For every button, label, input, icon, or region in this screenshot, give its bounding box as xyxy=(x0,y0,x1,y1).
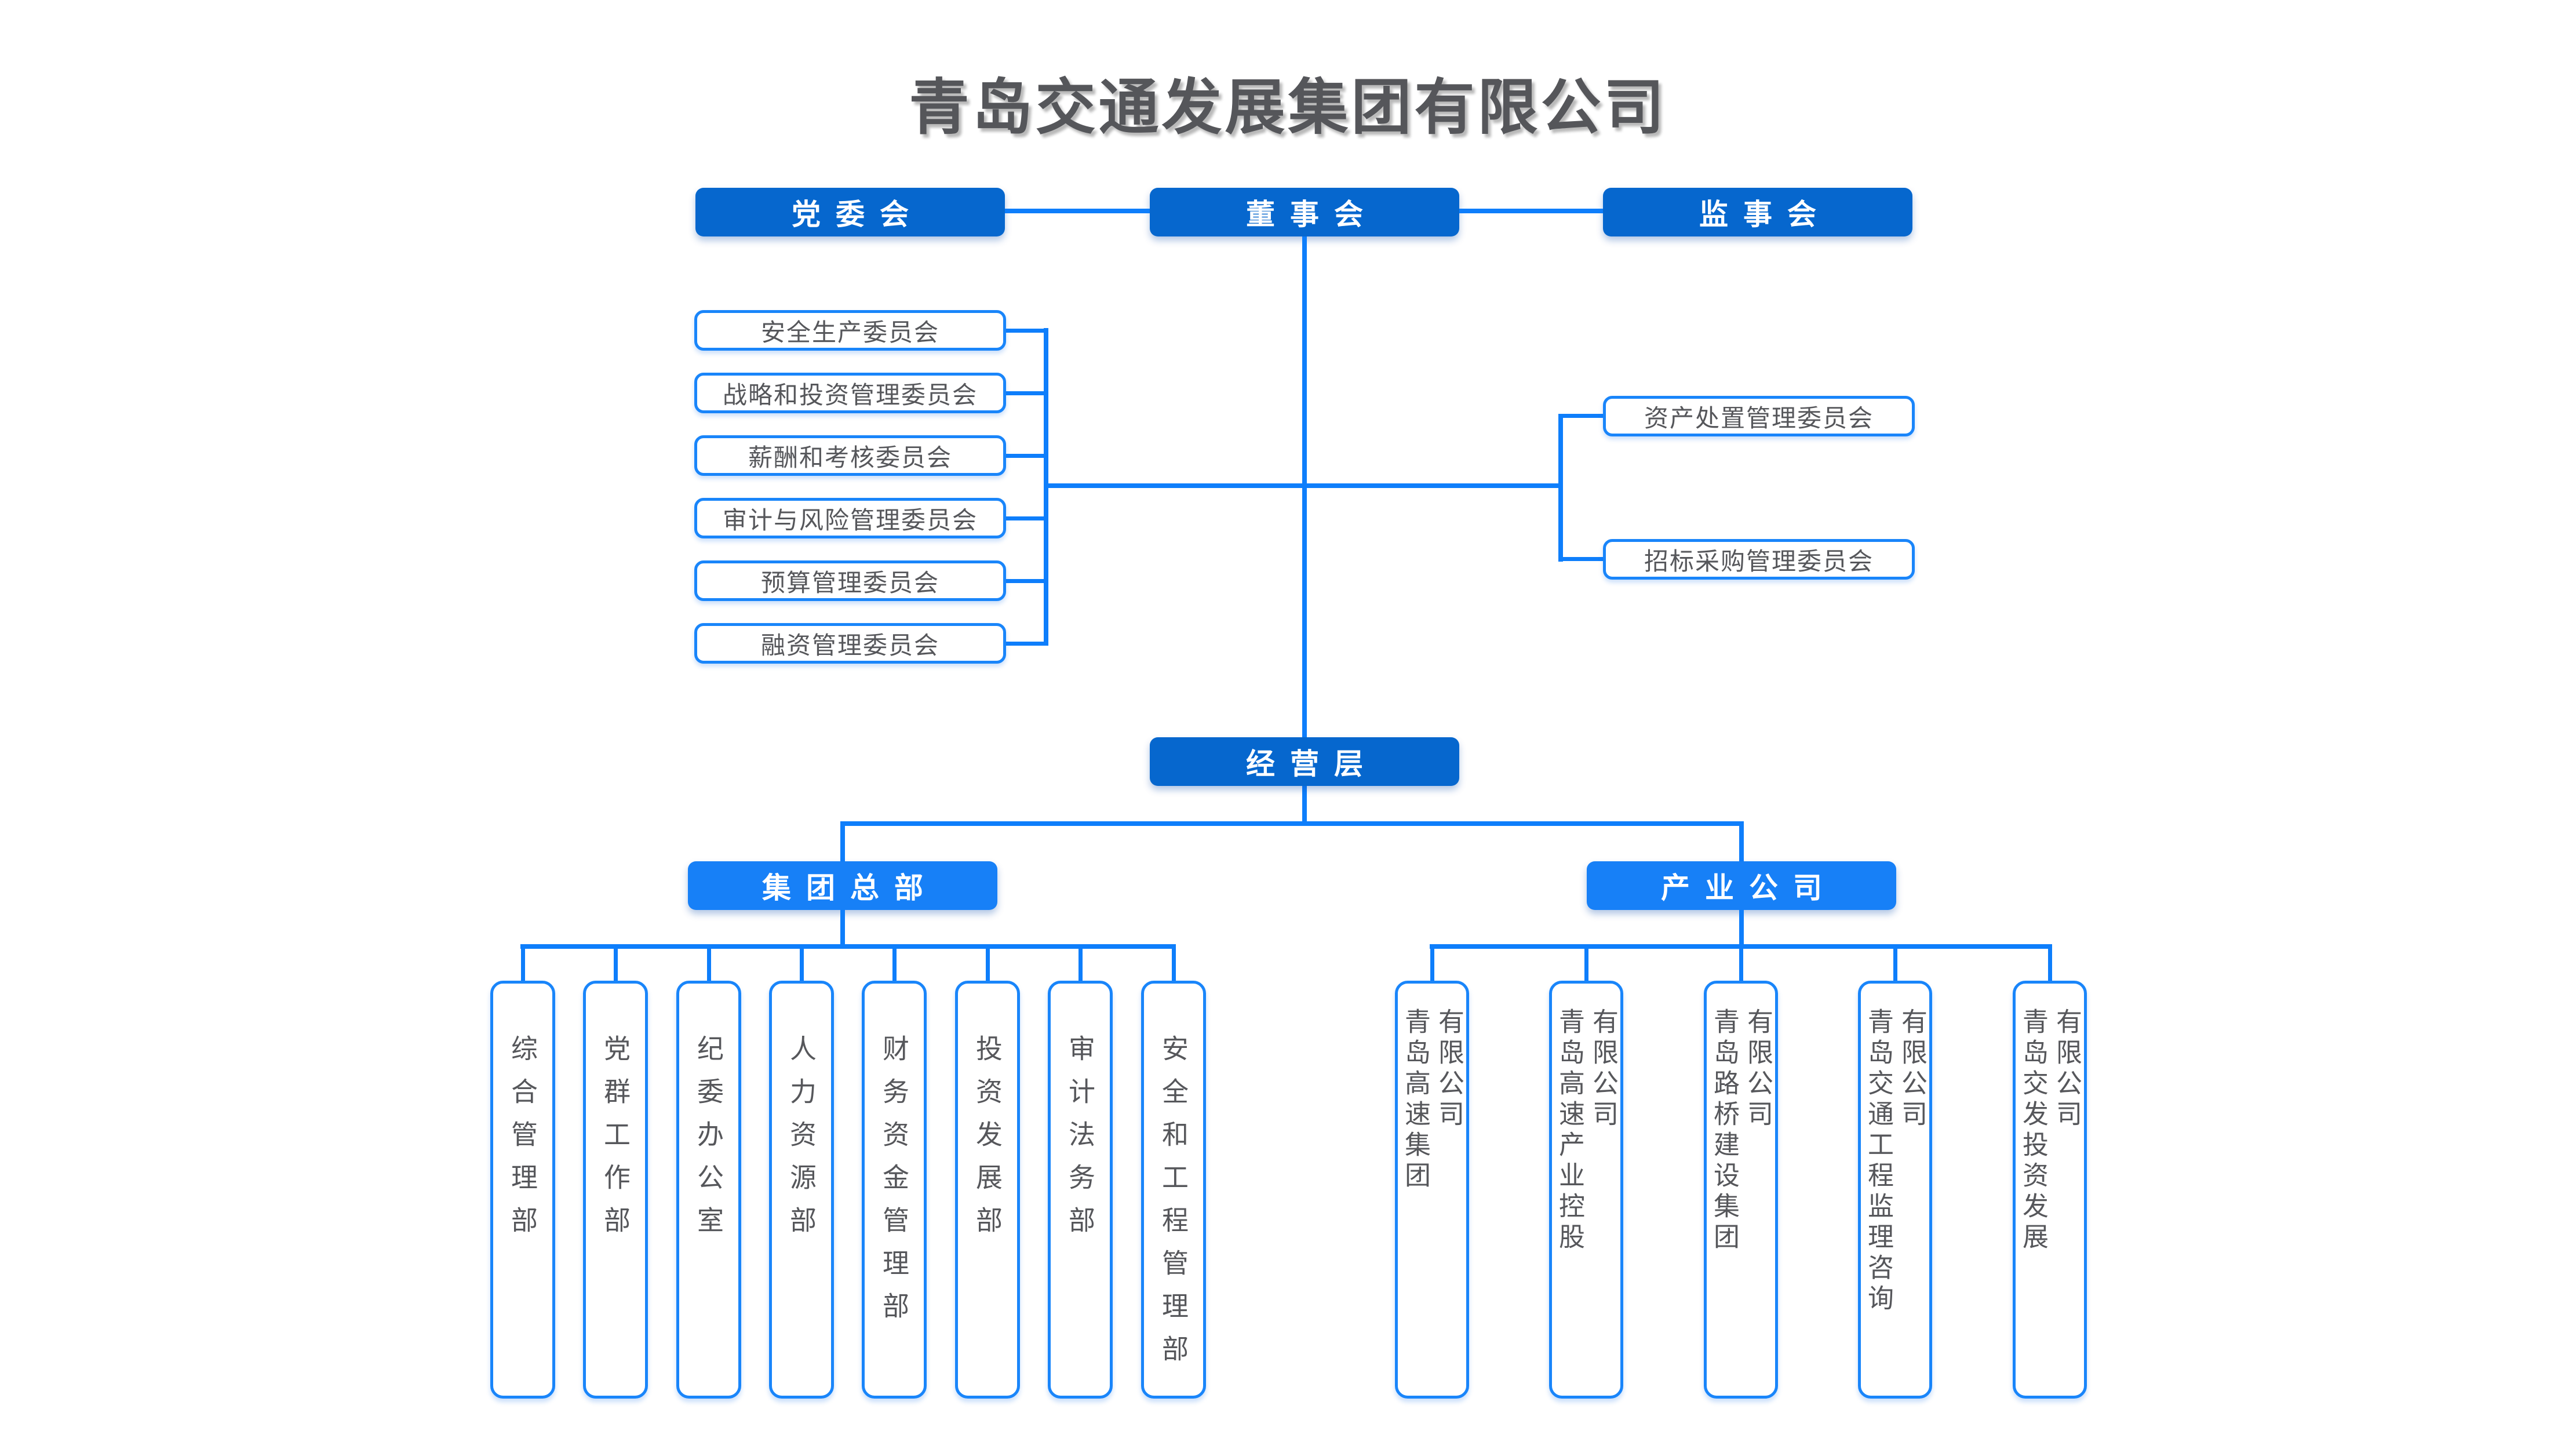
committee-label: 预算管理委员会 xyxy=(760,569,939,596)
department-label: 投资发展部 xyxy=(972,1035,1003,1249)
connector-stub xyxy=(521,949,525,981)
node-party-committee: 党委会 xyxy=(695,188,1005,236)
connector-right-bracket xyxy=(1558,414,1563,562)
committee-strategy-investment: 战略和投资管理委员会 xyxy=(694,373,1006,413)
department-label: 安全和工程管理部 xyxy=(1158,1035,1189,1378)
node-label: 产业公司 xyxy=(1661,872,1837,904)
node-label: 经营层 xyxy=(1246,748,1378,780)
committee-bidding-procurement: 招标采购管理委员会 xyxy=(1603,539,1915,580)
department-investment-development: 投资发展部 xyxy=(955,981,1020,1399)
chart-title: 青岛交通发展集团有限公司 xyxy=(909,74,1667,141)
connector-stub xyxy=(1006,454,1048,458)
connector-stub xyxy=(1563,414,1603,418)
department-discipline-office: 纪委办公室 xyxy=(676,981,741,1399)
subsidiary-expressway-industry-holding: 青岛高速产业控股 有限公司 xyxy=(1549,981,1623,1399)
connector-stub xyxy=(800,949,804,981)
node-label: 监事会 xyxy=(1699,198,1831,231)
committee-label: 招标采购管理委员会 xyxy=(1644,547,1874,575)
connector-stub xyxy=(1739,826,1744,861)
committee-financing-management: 融资管理委员会 xyxy=(694,623,1006,664)
committee-safety-production: 安全生产委员会 xyxy=(694,310,1006,351)
connector-stub xyxy=(1079,949,1083,981)
connector-stub xyxy=(707,949,711,981)
connector-stub xyxy=(892,949,897,981)
node-supervisory-board: 监事会 xyxy=(1603,188,1912,236)
connector-stub xyxy=(840,826,845,861)
connector-stub xyxy=(1006,391,1048,395)
connector-split xyxy=(840,821,1744,826)
node-board-of-directors: 董事会 xyxy=(1150,188,1459,236)
committee-label: 战略和投资管理委员会 xyxy=(722,381,978,409)
department-finance-funds: 财务资金管理部 xyxy=(862,981,927,1399)
connector-stub xyxy=(1172,949,1176,981)
committee-label: 资产处置管理委员会 xyxy=(1644,404,1874,432)
committee-label: 审计与风险管理委员会 xyxy=(722,506,978,534)
connector-stub xyxy=(1006,329,1048,333)
committee-audit-risk: 审计与风险管理委员会 xyxy=(694,498,1006,538)
node-label: 集团总部 xyxy=(762,872,938,904)
node-industry-companies: 产业公司 xyxy=(1587,861,1896,910)
subsidiary-jiaofa-investment-development: 青岛交发投资发展 有限公司 xyxy=(2013,981,2087,1399)
department-label: 党群工作部 xyxy=(600,1035,631,1249)
connector-left-bus xyxy=(1044,328,1048,646)
connector-stub xyxy=(1584,949,1588,981)
connector-stub xyxy=(2048,949,2052,981)
subsidiary-label: 青岛高速产业控股 有限公司 xyxy=(1555,1008,1618,1254)
committee-asset-disposal: 资产处置管理委员会 xyxy=(1603,396,1915,436)
subsidiary-label: 青岛路桥建设集团 有限公司 xyxy=(1710,1008,1773,1254)
connector-stub xyxy=(1563,557,1603,561)
subsidiary-label: 青岛交通工程监理咨询 有限公司 xyxy=(1864,1008,1927,1315)
node-label: 董事会 xyxy=(1246,198,1378,231)
department-label: 人力资源部 xyxy=(786,1035,817,1249)
committee-label: 薪酬和考核委员会 xyxy=(748,443,952,471)
connector-stub xyxy=(986,949,990,981)
department-label: 纪委办公室 xyxy=(694,1035,724,1249)
department-party-mass-work: 党群工作部 xyxy=(583,981,648,1399)
connector-stub xyxy=(1739,910,1744,946)
connector-board-supervisory xyxy=(1459,209,1603,213)
subsidiary-expressway-group: 青岛高速集团 有限公司 xyxy=(1395,981,1469,1399)
department-audit-legal: 审计法务部 xyxy=(1048,981,1113,1399)
connector-stub xyxy=(1006,642,1048,646)
department-label: 财务资金管理部 xyxy=(879,1035,909,1335)
subsidiary-road-bridge-construction: 青岛路桥建设集团 有限公司 xyxy=(1704,981,1778,1399)
connector-stub xyxy=(1739,949,1743,981)
connector-management-split xyxy=(1302,786,1307,826)
node-group-headquarters: 集团总部 xyxy=(688,861,997,910)
node-label: 党委会 xyxy=(792,198,924,231)
committee-compensation-assessment: 薪酬和考核委员会 xyxy=(694,435,1006,476)
node-management-layer: 经营层 xyxy=(1150,737,1459,786)
connector-party-board xyxy=(1005,209,1150,213)
department-label: 审计法务部 xyxy=(1065,1035,1095,1249)
subsidiary-engineering-supervision-consulting: 青岛交通工程监理咨询 有限公司 xyxy=(1858,981,1932,1399)
subsidiary-label: 青岛交发投资发展 有限公司 xyxy=(2018,1008,2082,1254)
connector-stub xyxy=(614,949,618,981)
connector-stub xyxy=(1006,516,1048,520)
committee-label: 安全生产委员会 xyxy=(760,318,939,346)
department-safety-engineering: 安全和工程管理部 xyxy=(1141,981,1206,1399)
committee-label: 融资管理委员会 xyxy=(760,631,939,659)
connector-subsidiaries-bus xyxy=(1430,944,2052,949)
department-general-management: 综合管理部 xyxy=(490,981,555,1399)
connector-stub xyxy=(1430,949,1434,981)
connector-stub xyxy=(1893,949,1897,981)
connector-stub xyxy=(840,910,845,946)
subsidiary-label: 青岛高速集团 有限公司 xyxy=(1401,1008,1464,1192)
department-label: 综合管理部 xyxy=(508,1035,538,1249)
department-human-resources: 人力资源部 xyxy=(769,981,834,1399)
connector-departments-bus xyxy=(520,944,1176,949)
connector-stub xyxy=(1006,579,1048,583)
connector-committees-trunk xyxy=(1044,483,1563,488)
committee-budget-management: 预算管理委员会 xyxy=(694,560,1006,601)
